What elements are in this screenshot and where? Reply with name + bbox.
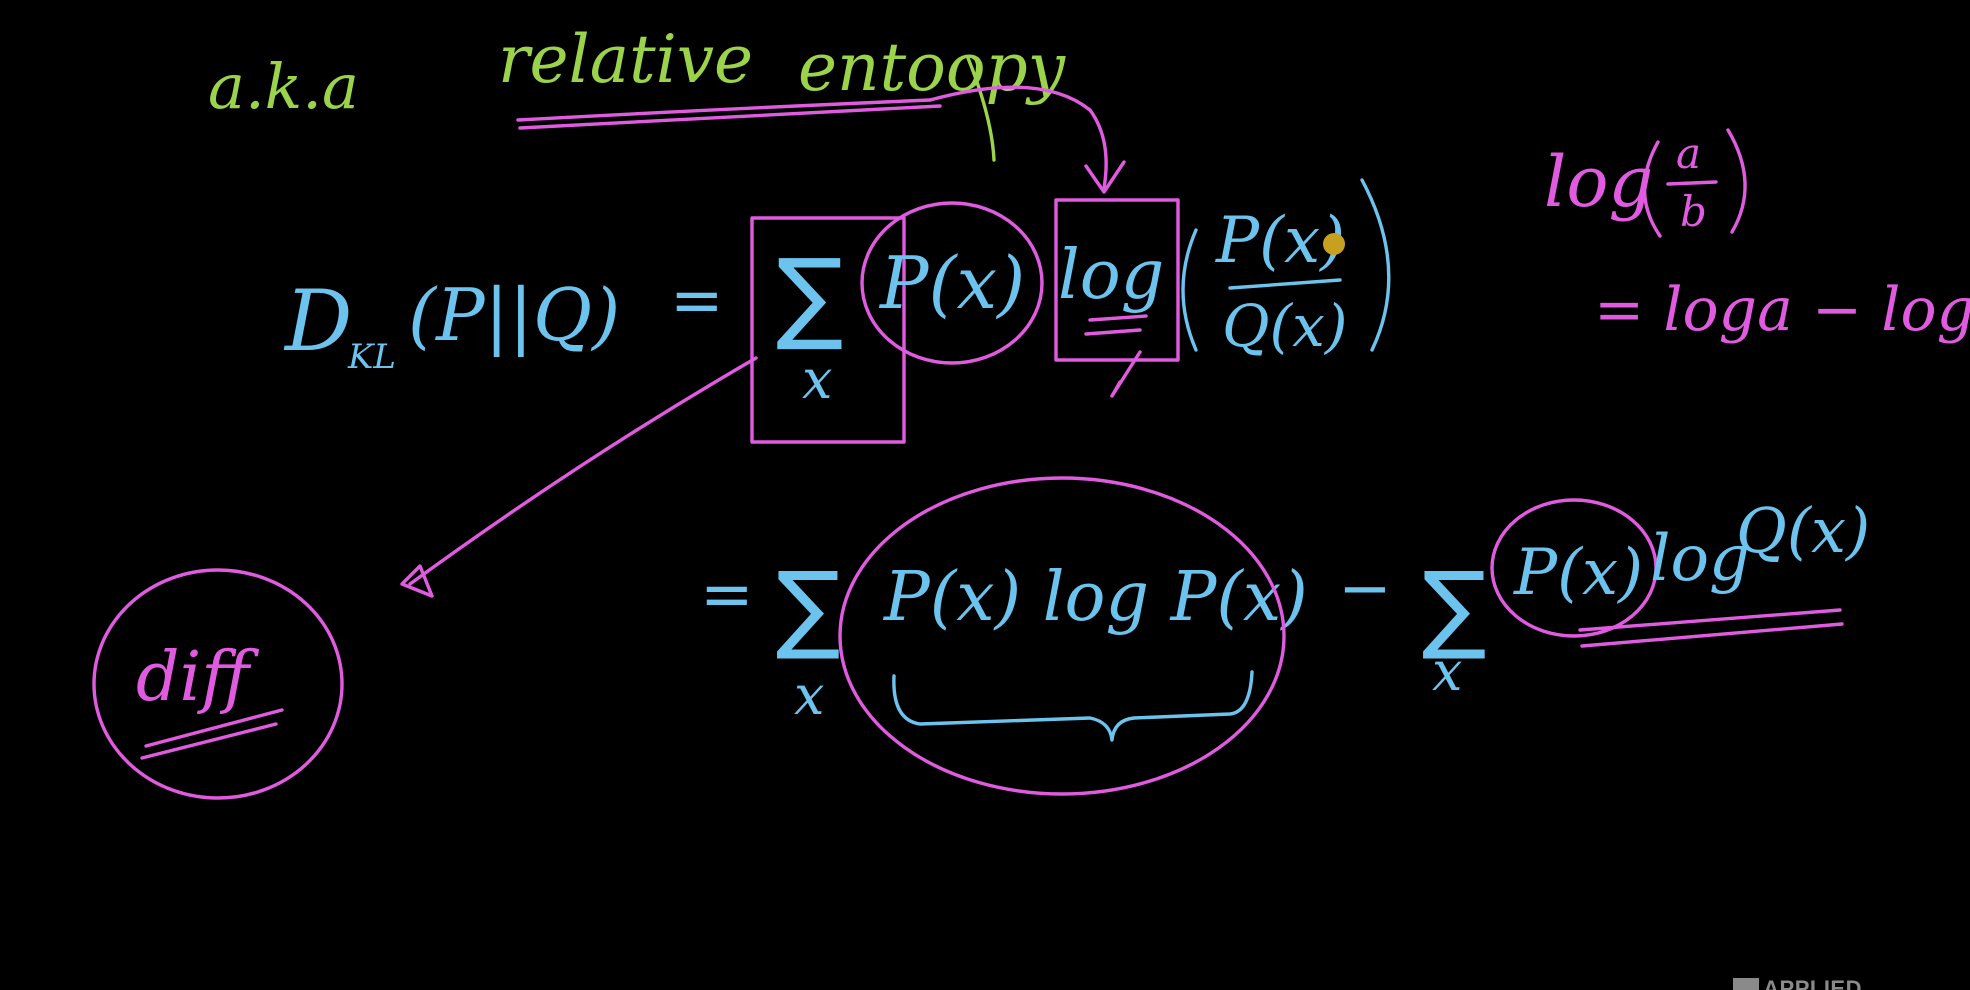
frac-bar (1228, 278, 1342, 290)
log-underline (1084, 314, 1148, 336)
term1-circle (838, 476, 1286, 796)
brand-mark-icon (1733, 978, 1760, 990)
equals-2: = (700, 558, 754, 632)
side-a: a (1676, 129, 1701, 178)
underline-relative-entropy-2 (518, 104, 942, 130)
side-b: b (1680, 187, 1707, 236)
sum-symbol-3: ∑ (1422, 551, 1487, 663)
arrow-to-log-head (1084, 160, 1126, 194)
term2-px-circle (1490, 498, 1658, 638)
sum-var-3: x (1432, 640, 1462, 703)
arrow-to-diff-head (400, 564, 434, 598)
cursor-pointer (1323, 233, 1345, 255)
diff-underline (140, 708, 284, 760)
minus-sign: − (1338, 552, 1392, 626)
side-left-paren (1642, 140, 1662, 238)
frac-numerator: P(x) (1215, 204, 1345, 278)
side-right-paren (1726, 128, 1747, 234)
frac-denominator: Q(x) (1222, 292, 1348, 360)
log-check (1110, 350, 1142, 398)
px-circle (860, 201, 1044, 365)
sum-symbol-2: ∑ (776, 551, 841, 663)
frac-left-paren (1181, 228, 1198, 352)
entropy-text: entoopy (798, 29, 1066, 106)
term2-qx: Q(x) (1736, 494, 1870, 567)
arrow-to-log (928, 85, 1108, 190)
sum-highlight-box (750, 216, 906, 444)
term1-brace (892, 670, 1254, 742)
term2-log: log (1650, 522, 1750, 596)
underline-relative-entropy (516, 98, 932, 122)
arrow-to-diff (408, 356, 758, 586)
dkl-args: (P||Q) (408, 273, 620, 357)
equals-1: = (670, 264, 724, 338)
brand-logo-text: APPLIED (1763, 976, 1862, 990)
side-expansion: = loga − logb (1594, 275, 1970, 345)
log-highlight-box (1054, 198, 1180, 362)
diff-circle (92, 568, 344, 800)
term2-underline (1578, 608, 1844, 648)
term1-text: P(x) log P(x) (882, 558, 1308, 637)
diff-text: diff (136, 638, 259, 717)
aka-text: a.k.a (208, 50, 359, 123)
side-frac-bar (1666, 180, 1718, 186)
sum-var-2: x (794, 664, 824, 727)
dkl-subscript: KL (347, 337, 396, 377)
log-term: log (1058, 236, 1164, 315)
dkl-D: D (283, 272, 352, 370)
entropy-descender (966, 56, 996, 162)
brand-logo: APPLIED (1733, 974, 1862, 990)
side-log: log (1544, 141, 1653, 223)
sum-symbol-1: ∑ (776, 237, 843, 354)
px-term: P(x) (878, 241, 1025, 325)
frac-right-paren (1360, 178, 1391, 352)
relative-text: relative (498, 21, 753, 98)
term2-px: P(x) (1513, 536, 1643, 610)
sum-var-1: x (802, 348, 832, 411)
